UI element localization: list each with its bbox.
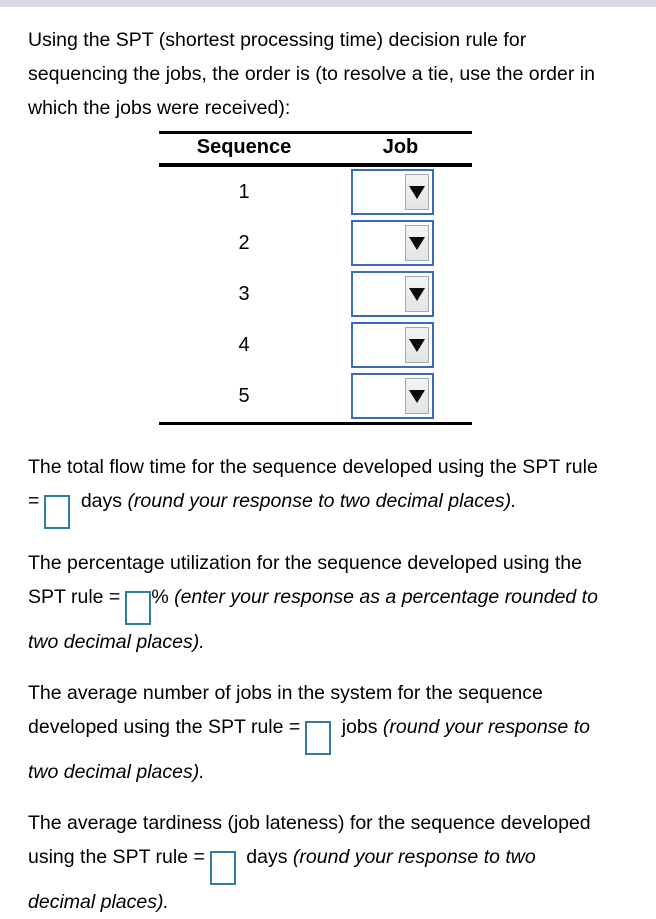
sequence-table: Sequence Job 1: [159, 131, 472, 425]
sequence-number: 2: [238, 231, 250, 254]
flow-time-input[interactable]: [44, 495, 71, 529]
unit-label: days: [80, 490, 123, 512]
question-avg-jobs: The average number of jobs in the system…: [28, 676, 603, 789]
table-row: 5: [159, 371, 472, 424]
unit-label: %: [151, 586, 169, 608]
table-row: 4: [159, 320, 472, 371]
sequence-number: 3: [238, 282, 250, 305]
job-column-header: Job: [329, 132, 472, 167]
instruction-note: (round your response to two decimal plac…: [28, 846, 536, 913]
caret-down-icon: [409, 236, 425, 250]
dropdown-arrow-button[interactable]: [405, 174, 429, 210]
sequence-column-header: Sequence: [159, 132, 329, 167]
caret-down-icon: [409, 389, 425, 403]
table-row: 2: [159, 218, 472, 269]
question-text: The average number of jobs in the system…: [28, 682, 543, 738]
tardiness-input[interactable]: [209, 851, 236, 885]
table-row: 3: [159, 269, 472, 320]
caret-down-icon: [409, 338, 425, 352]
question-text: The total flow time for the sequence dev…: [28, 456, 598, 512]
instruction-note: (enter your response as a percentage rou…: [28, 586, 598, 653]
dropdown-arrow-button[interactable]: [405, 327, 429, 363]
utilization-input[interactable]: [125, 591, 152, 625]
table-row: 1: [159, 165, 472, 218]
question-text: The percentage utilization for the seque…: [28, 552, 582, 608]
instruction-note: (round your response to two decimal plac…: [28, 716, 590, 783]
job-dropdown-3[interactable]: [351, 271, 434, 317]
job-dropdown-4[interactable]: [351, 322, 434, 368]
question-panel: Using the SPT (shortest processing time)…: [0, 7, 643, 919]
question-text: The average tardiness (job lateness) for…: [28, 812, 591, 868]
dropdown-arrow-button[interactable]: [405, 276, 429, 312]
avg-jobs-input[interactable]: [305, 721, 332, 755]
question-tardiness: The average tardiness (job lateness) for…: [28, 806, 603, 919]
question-utilization: The percentage utilization for the seque…: [28, 546, 603, 659]
caret-down-icon: [409, 185, 425, 199]
job-dropdown-2[interactable]: [351, 220, 434, 266]
job-dropdown-1[interactable]: [351, 169, 434, 215]
instruction-note: (round your response to two decimal plac…: [127, 490, 517, 512]
dropdown-arrow-button[interactable]: [405, 378, 429, 414]
sequence-number: 4: [238, 333, 250, 356]
caret-down-icon: [409, 287, 425, 301]
question-intro: Using the SPT (shortest processing time)…: [28, 29, 595, 119]
job-dropdown-5[interactable]: [351, 373, 434, 419]
unit-label: jobs: [341, 716, 378, 738]
sequence-number: 5: [238, 384, 250, 407]
sequence-number: 1: [238, 180, 250, 203]
top-divider-bar: [0, 0, 656, 7]
dropdown-arrow-button[interactable]: [405, 225, 429, 261]
table-header-row: Sequence Job: [159, 132, 472, 167]
unit-label: days: [246, 846, 288, 868]
question-flow-time: The total flow time for the sequence dev…: [28, 450, 603, 529]
